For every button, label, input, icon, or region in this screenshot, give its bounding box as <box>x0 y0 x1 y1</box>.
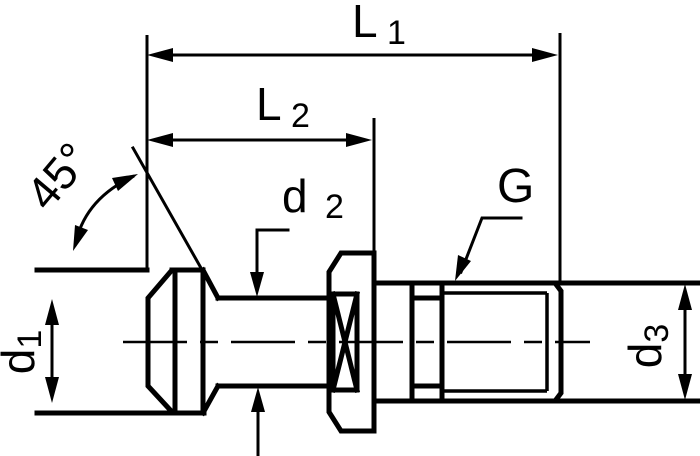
head-taper-bottom <box>199 382 222 417</box>
l1-arrowhead-left <box>147 48 173 62</box>
l1-arrowhead-right <box>532 48 558 62</box>
d2-arrowhead-bottom <box>251 387 265 412</box>
d3-arrowhead-top <box>678 284 692 310</box>
l2-arrowhead-right <box>346 133 372 147</box>
g-leader-line <box>459 216 523 274</box>
chamfer-angle-callout: 45° <box>16 133 221 301</box>
thread-callout: G <box>455 160 534 281</box>
flange-outline <box>326 250 377 434</box>
d1-arrowhead-bottom <box>45 377 59 403</box>
d1-arrowhead-top <box>45 299 59 325</box>
chamfer-angle-label: 45° <box>16 133 101 220</box>
chamfer-arc-arrowhead-top <box>112 174 138 191</box>
l2-arrowhead-left <box>147 133 173 147</box>
d3-label: d3 <box>619 324 676 369</box>
d2-leader-top <box>255 228 290 278</box>
d3-arrowhead-bottom <box>678 374 692 400</box>
d1-label: d1 <box>0 330 49 375</box>
chamfer-arc-arrowhead-bottom <box>73 225 88 251</box>
chamfer-angle-reference-line <box>130 145 221 301</box>
dimension-d1: d1 <box>0 299 59 403</box>
dimension-d3: d3 <box>619 284 692 400</box>
g-arrowhead <box>455 255 471 281</box>
d2-arrowhead-top <box>250 272 264 297</box>
g-label: G <box>497 160 534 213</box>
